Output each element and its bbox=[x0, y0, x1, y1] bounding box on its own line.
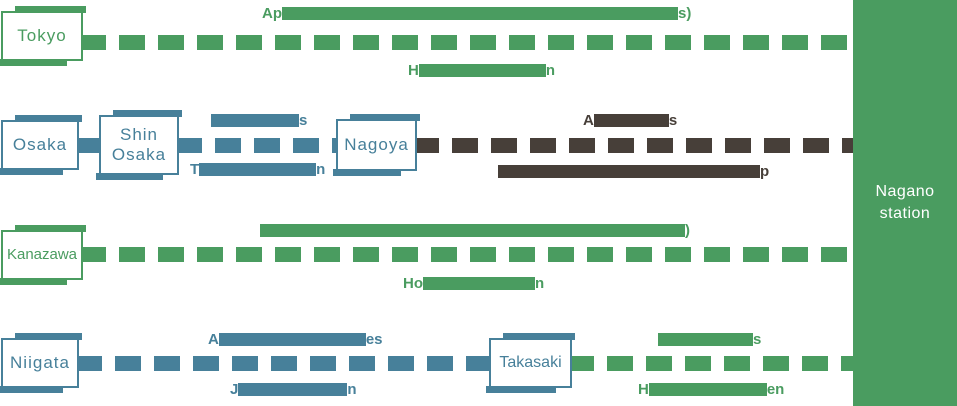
label-suffix: es bbox=[365, 331, 383, 348]
label-prefix: H bbox=[408, 62, 419, 79]
redaction-bar bbox=[260, 224, 685, 237]
redaction-bar bbox=[658, 333, 753, 346]
redaction-bar bbox=[418, 64, 546, 77]
label-kanazawa-duration: ) bbox=[260, 222, 690, 239]
label-suffix: p bbox=[760, 163, 770, 180]
label-shinosaka-nagoya-duration: s bbox=[211, 112, 307, 129]
sidebar-title-line1: Nagano bbox=[875, 183, 935, 200]
station-label: Nagoya bbox=[344, 135, 409, 154]
station-box-nagoya: Nagoya bbox=[333, 114, 420, 176]
route-line-tokyo-nagano bbox=[80, 35, 853, 50]
label-prefix: A bbox=[208, 331, 219, 348]
nagano-station-sidebar: Nagano station bbox=[853, 0, 957, 406]
sidebar-title-line2: station bbox=[879, 205, 931, 222]
station-label: Osaka bbox=[12, 135, 68, 154]
label-prefix: Ho bbox=[403, 275, 423, 292]
station-box-osaka: Osaka bbox=[0, 115, 82, 175]
label-prefix: Ap bbox=[262, 5, 282, 22]
redaction-bar bbox=[498, 165, 760, 178]
redaction-bar bbox=[211, 114, 299, 127]
label-suffix: en bbox=[766, 381, 785, 398]
station-label-line2: Osaka bbox=[111, 145, 167, 164]
label-suffix: n bbox=[545, 62, 556, 79]
station-label-line1: Shin bbox=[119, 125, 159, 144]
redaction-bar bbox=[648, 383, 767, 396]
route-line-niigata-takasaki bbox=[76, 356, 492, 371]
label-suffix: n bbox=[535, 275, 545, 292]
station-box-niigata: Niigata bbox=[0, 333, 82, 393]
label-suffix: s bbox=[753, 331, 762, 348]
station-label: Kanazawa bbox=[6, 246, 78, 263]
label-suffix: ) bbox=[685, 222, 690, 239]
label-prefix: T bbox=[190, 161, 200, 178]
route-line-takasaki-nagano bbox=[568, 356, 853, 371]
station-box-kanazawa: Kanazawa bbox=[0, 225, 86, 285]
station-box-tokyo: Tokyo bbox=[0, 6, 86, 66]
route-line-osaka-shinosaka bbox=[74, 138, 104, 153]
label-prefix: A bbox=[583, 112, 594, 129]
station-label: Takasaki bbox=[499, 354, 562, 371]
route-line-nagoya-nagano bbox=[413, 138, 853, 153]
label-suffix: s bbox=[299, 112, 308, 129]
label-suffix: s bbox=[668, 112, 678, 129]
label-suffix: n bbox=[316, 161, 326, 178]
redaction-bar bbox=[423, 277, 535, 290]
route-line-kanazawa-nagano bbox=[80, 247, 853, 262]
redaction-bar bbox=[282, 7, 678, 20]
station-label: Tokyo bbox=[17, 26, 67, 45]
station-label: Niigata bbox=[10, 353, 70, 372]
sidebar-title: Nagano station bbox=[875, 181, 934, 225]
label-kanazawa-line: Ho n bbox=[403, 275, 544, 292]
station-box-takasaki: Takasaki bbox=[486, 333, 575, 393]
station-box-shin-osaka: Shin Osaka bbox=[96, 110, 182, 180]
redaction-bar bbox=[238, 383, 348, 396]
label-takasaki-nagano-duration: s bbox=[658, 331, 761, 348]
redaction-bar bbox=[218, 333, 366, 346]
redaction-bar bbox=[593, 114, 669, 127]
label-tokyo-duration: Ap s) bbox=[262, 5, 691, 22]
redaction-bar bbox=[199, 163, 317, 176]
label-nagoya-nagano-line: p bbox=[498, 163, 769, 180]
label-prefix: H bbox=[638, 381, 649, 398]
label-prefix: J bbox=[230, 381, 239, 398]
route-line-shinosaka-nagoya bbox=[176, 138, 340, 153]
label-suffix: s) bbox=[678, 5, 692, 22]
label-suffix: n bbox=[347, 381, 357, 398]
